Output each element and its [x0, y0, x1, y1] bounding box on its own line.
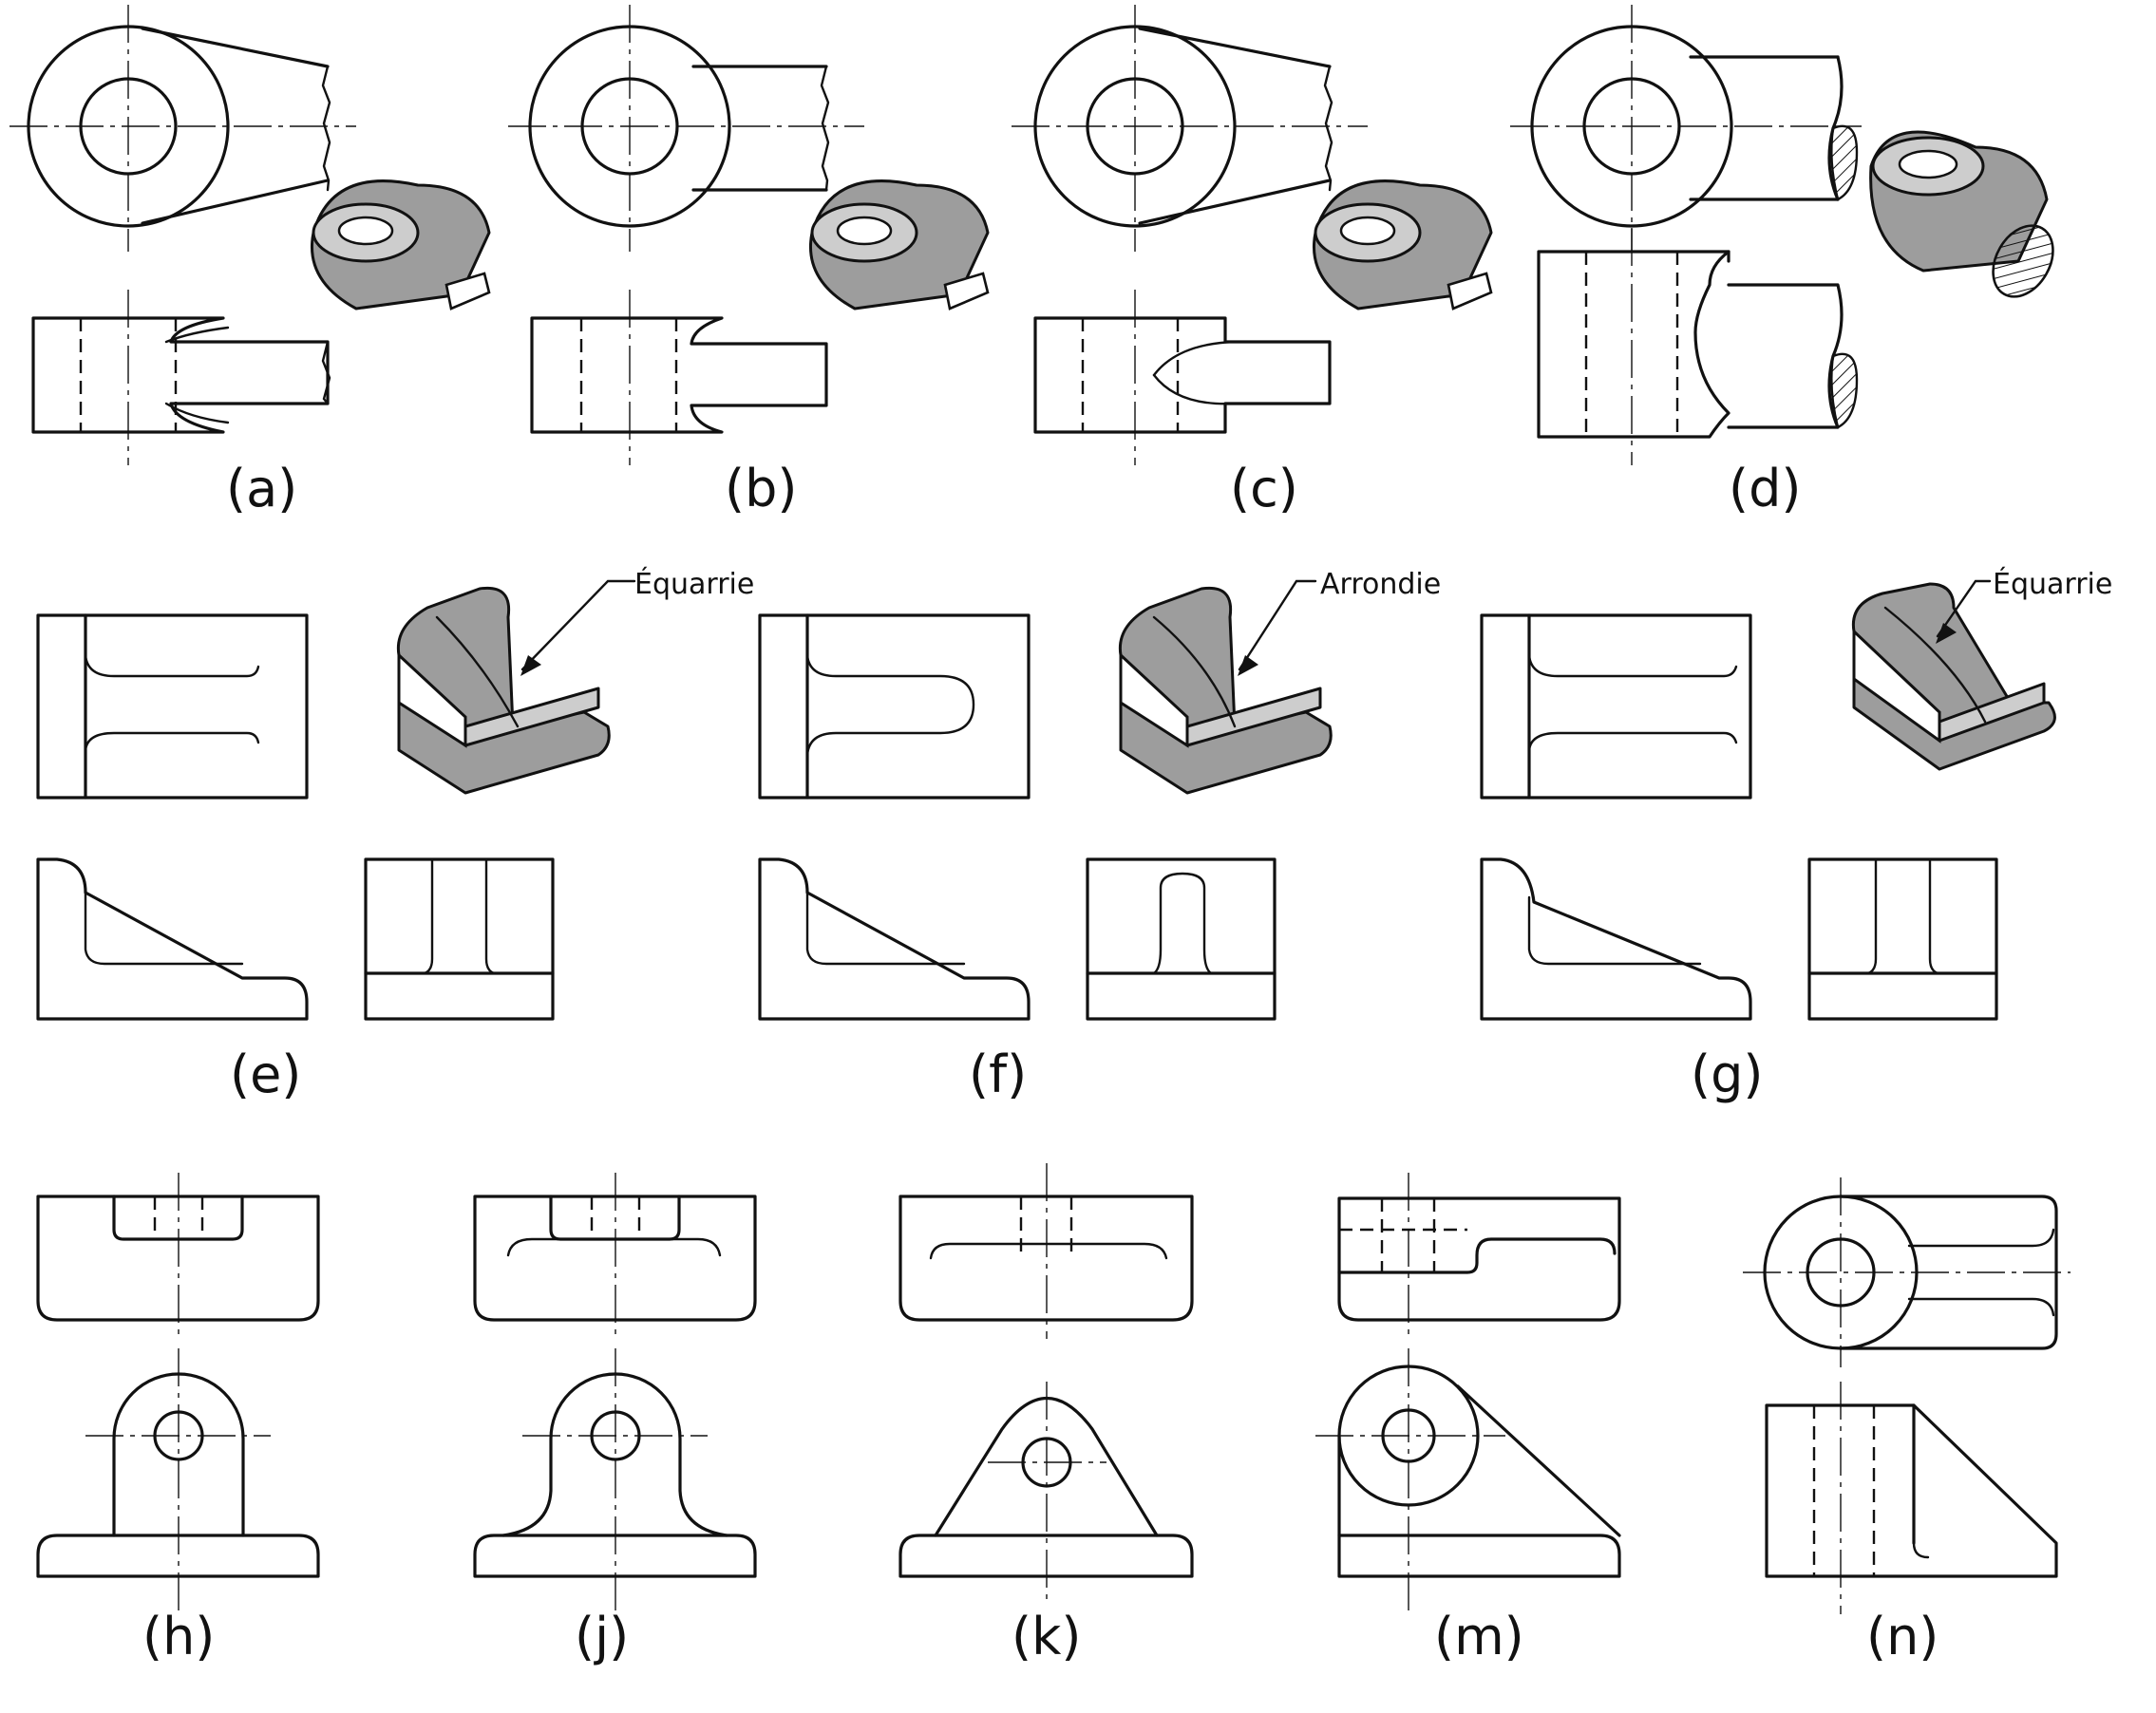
label-h: (h) — [142, 1607, 215, 1666]
front-view-b — [530, 290, 828, 465]
side-view-g — [1807, 857, 1998, 1021]
isometric-view-e: Équarrie — [396, 567, 754, 795]
figure-d: (d) — [1510, 5, 2054, 518]
front-view-n — [1765, 1382, 2058, 1614]
figure-h: (h) — [36, 1173, 320, 1666]
top-view-n — [1743, 1177, 2071, 1367]
top-view-b — [508, 5, 864, 252]
figure-j: (j) — [473, 1173, 757, 1666]
label-m: (m) — [1434, 1607, 1524, 1666]
callout-e: Équarrie — [634, 567, 754, 601]
front-view-g — [1480, 857, 1752, 1021]
front-view-a — [31, 290, 331, 465]
top-view-e — [36, 613, 309, 800]
label-n: (n) — [1866, 1607, 1939, 1666]
top-view-h — [36, 1173, 320, 1339]
top-view-d — [1510, 5, 1862, 252]
isometric-view-a — [311, 179, 491, 311]
figure-g: Équarrie (g) — [1480, 567, 2112, 1104]
label-a: (a) — [226, 459, 297, 518]
figure-n: (n) — [1743, 1177, 2071, 1666]
top-view-a — [9, 5, 356, 252]
front-view-h — [36, 1348, 320, 1614]
label-g: (g) — [1691, 1045, 1763, 1104]
callout-f: Arrondie — [1320, 568, 1441, 601]
front-view-e — [36, 857, 309, 1021]
isometric-view-f: Arrondie — [1118, 568, 1441, 795]
figure-m: (m) — [1315, 1173, 1621, 1666]
label-e: (e) — [230, 1045, 301, 1104]
top-view-m — [1337, 1173, 1621, 1339]
side-view-f — [1086, 857, 1277, 1021]
label-j: (j) — [575, 1607, 629, 1666]
front-view-c — [1033, 290, 1332, 465]
callout-g: Équarrie — [1993, 567, 2112, 601]
top-view-g — [1480, 613, 1752, 800]
label-b: (b) — [725, 459, 797, 518]
isometric-view-c — [1313, 179, 1493, 311]
isometric-view-d — [1869, 130, 2054, 298]
label-d: (d) — [1729, 459, 1801, 518]
isometric-view-b — [809, 179, 990, 311]
front-view-j — [473, 1348, 757, 1614]
front-view-f — [758, 857, 1031, 1021]
top-view-j — [473, 1173, 757, 1339]
label-f: (f) — [969, 1045, 1027, 1104]
side-view-e — [364, 857, 555, 1021]
label-k: (k) — [1012, 1607, 1081, 1666]
front-view-d — [1537, 228, 1859, 465]
figure-a: (a) — [9, 5, 491, 518]
figure-b: (b) — [508, 5, 990, 518]
top-view-c — [1012, 5, 1368, 252]
front-view-k — [898, 1382, 1194, 1605]
figure-f: Arrondie (f) — [758, 568, 1441, 1104]
top-view-k — [898, 1163, 1194, 1339]
figure-k: (k) — [898, 1163, 1194, 1666]
top-view-f — [758, 613, 1031, 800]
figure-c: (c) — [1012, 5, 1493, 518]
front-view-m — [1315, 1348, 1621, 1614]
isometric-view-g: Équarrie — [1851, 567, 2112, 771]
label-c: (c) — [1230, 459, 1298, 518]
figure-e: Équarrie (e) — [36, 567, 754, 1104]
